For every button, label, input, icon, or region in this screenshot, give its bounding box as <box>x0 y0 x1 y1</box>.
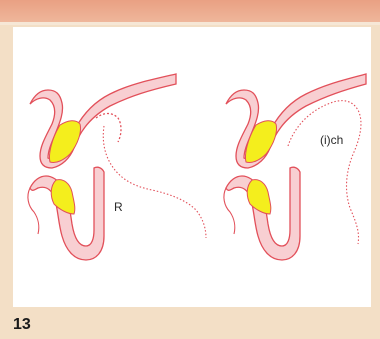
left-articulation-diagram: R <box>28 74 206 260</box>
left-tongue-dotted <box>96 114 121 143</box>
right-lower-outer <box>224 188 235 234</box>
right-lower-lip <box>226 167 300 260</box>
right-articulation-diagram: (i)ch <box>224 74 366 260</box>
left-lower-outer <box>28 188 39 234</box>
left-tongue-contour <box>103 126 206 238</box>
right-diagram-label: (i)ch <box>320 133 343 147</box>
right-lower-tooth <box>247 180 271 214</box>
left-diagram-label: R <box>114 200 123 214</box>
left-lower-lip <box>30 167 104 260</box>
left-lower-tooth <box>51 180 75 214</box>
figure-number: 13 <box>13 316 31 334</box>
